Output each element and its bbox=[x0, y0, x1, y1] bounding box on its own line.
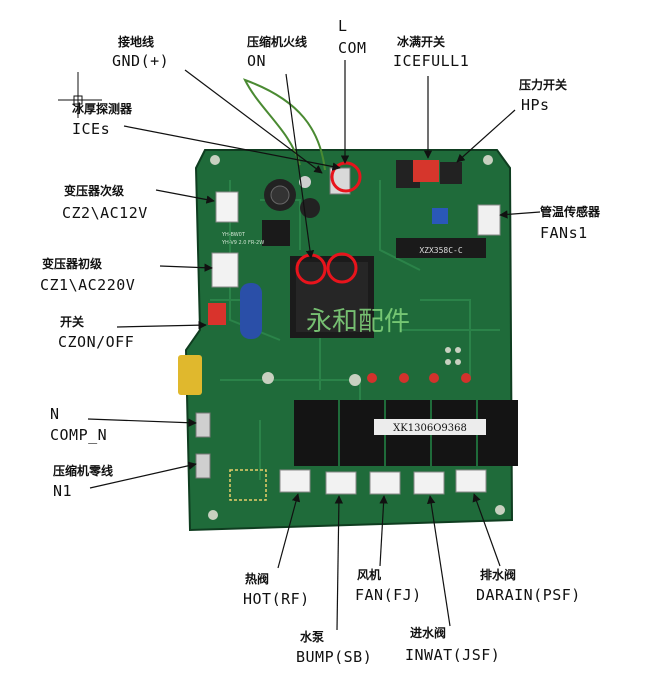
arrow-n1 bbox=[89, 461, 197, 489]
inwat-connector bbox=[413, 471, 445, 495]
label-hps-code: HPs bbox=[521, 96, 550, 114]
label-comp-n-code: COMP_N bbox=[50, 426, 108, 444]
label-bump-cn: 水泵 bbox=[300, 630, 325, 644]
capacitor bbox=[299, 176, 311, 188]
yellow-capacitor bbox=[178, 355, 202, 395]
arrow-cz2 bbox=[155, 189, 215, 204]
czon-connector bbox=[208, 303, 226, 325]
arrow-inwat bbox=[426, 495, 451, 627]
label-icefull-cn: 冰满开关 bbox=[397, 35, 446, 49]
arrow-on bbox=[285, 73, 315, 259]
comp-n-terminal bbox=[195, 412, 211, 438]
label-cz1-cn: 变压器初级 bbox=[42, 257, 103, 271]
arrow-bump bbox=[334, 495, 344, 631]
arrow-czon bbox=[116, 320, 207, 330]
leader-arrows bbox=[87, 60, 541, 631]
relay-label: XK1306O9368 bbox=[393, 423, 467, 434]
arrow-hot bbox=[277, 493, 301, 569]
label-cz1-code: CZ1\AC220V bbox=[40, 276, 136, 294]
cz2-connector bbox=[215, 191, 239, 223]
darain-connector bbox=[455, 469, 487, 493]
arrow-cz1 bbox=[159, 263, 213, 272]
label-ices-cn: 冰厚探测器 bbox=[72, 102, 133, 116]
fans1-connector bbox=[477, 204, 501, 236]
arrow-comp-n bbox=[87, 418, 197, 427]
label-fan-code: FAN(FJ) bbox=[355, 586, 422, 604]
label-darain-code: DARAIN(PSF) bbox=[476, 586, 581, 604]
label-inwat-cn: 进水阀 bbox=[410, 626, 447, 640]
arrow-ices bbox=[123, 125, 341, 171]
chip-label: XZX358C-C bbox=[419, 246, 463, 255]
label-hot-cn: 热阀 bbox=[245, 572, 270, 586]
hps-header bbox=[413, 160, 439, 182]
blue-capacitor bbox=[240, 283, 262, 339]
rectifier bbox=[262, 220, 290, 246]
silkscreen-model: YH-BW0T bbox=[221, 232, 246, 238]
label-fans1-code: FANs1 bbox=[540, 224, 588, 242]
label-fan-cn: 风机 bbox=[357, 568, 382, 582]
label-icefull-code: ICEFULL1 bbox=[393, 52, 470, 70]
n1-terminal bbox=[195, 453, 211, 479]
silkscreen-spec: YH-V9 2.0 FR-2W bbox=[221, 240, 264, 246]
label-bump-code: BUMP(SB) bbox=[296, 648, 373, 666]
label-cz2-cn: 变压器次级 bbox=[64, 184, 125, 198]
label-czon-code: CZON/OFF bbox=[58, 333, 135, 351]
label-on-cn: 压缩机火线 bbox=[247, 35, 308, 49]
arrow-gnd bbox=[184, 69, 323, 174]
arrow-hps bbox=[456, 109, 516, 163]
label-com-code: COM bbox=[338, 39, 367, 57]
label-gnd-code: GND(+) bbox=[112, 52, 170, 70]
label-on-code: ON bbox=[247, 52, 267, 70]
highlight-circle-relay-right bbox=[326, 252, 358, 284]
label-n1-cn: 压缩机零线 bbox=[53, 464, 114, 478]
label-cz2-code: CZ2\AC12V bbox=[62, 204, 148, 222]
fan-connector bbox=[369, 471, 401, 495]
label-com-l: L bbox=[338, 17, 348, 35]
label-inwat-code: INWAT(JSF) bbox=[405, 646, 501, 664]
components bbox=[178, 78, 518, 501]
hot-connector bbox=[279, 469, 311, 493]
cz1-connector bbox=[211, 252, 239, 288]
label-fans1-cn: 管温传感器 bbox=[540, 205, 601, 219]
label-hps-cn: 压力开关 bbox=[519, 78, 568, 92]
arrow-fans1 bbox=[499, 210, 541, 219]
crosshair-marker bbox=[58, 72, 102, 118]
label-czon-cn: 开关 bbox=[60, 315, 85, 329]
bump-connector bbox=[325, 471, 357, 495]
label-comp-n-n: N bbox=[50, 405, 60, 423]
label-n1-code: N1 bbox=[53, 482, 73, 500]
potentiometer bbox=[432, 208, 448, 224]
label-hot-code: HOT(RF) bbox=[243, 590, 310, 608]
label-ices-code: ICEs bbox=[72, 120, 111, 138]
arrow-fan bbox=[379, 495, 388, 567]
watermark: 永和配件 bbox=[306, 307, 410, 337]
arrow-darain bbox=[472, 493, 501, 567]
ic-chip bbox=[396, 238, 486, 258]
label-gnd-cn: 接地线 bbox=[118, 35, 155, 49]
label-darain-cn: 排水阀 bbox=[480, 568, 517, 582]
